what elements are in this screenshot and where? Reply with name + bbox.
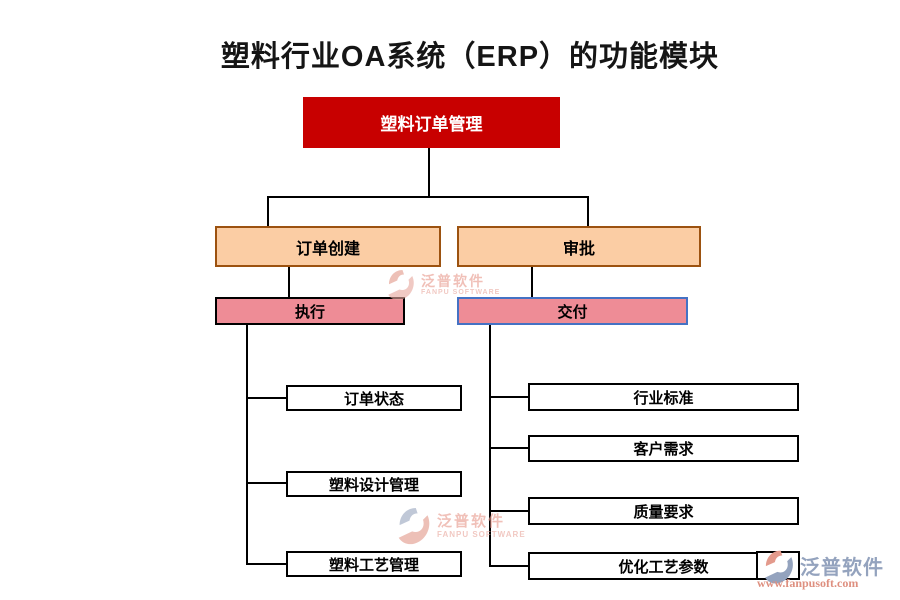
watermark-brand-en: FANPU SOFTWARE xyxy=(437,530,526,540)
fanpu-logo-brand: 泛普软件 xyxy=(800,557,884,579)
connector-right-branch-1 xyxy=(489,396,530,398)
connector-level2-horizontal xyxy=(267,196,589,198)
connector-create-to-execute xyxy=(288,265,290,298)
watermark-brand: 泛普软件 xyxy=(437,512,506,530)
node-execution: 执行 xyxy=(215,297,405,325)
connector-right-branch-3 xyxy=(489,510,530,512)
fanpu-swoosh-icon xyxy=(398,508,430,545)
connector-left-branch-3 xyxy=(246,563,288,565)
node-plastic-design-management: 塑料设计管理 xyxy=(286,471,462,497)
connector-to-approval xyxy=(587,196,589,228)
connector-right-trunk xyxy=(489,324,491,567)
node-delivery: 交付 xyxy=(457,297,688,325)
connector-right-branch-2 xyxy=(489,447,530,449)
node-plastic-process-management: 塑料工艺管理 xyxy=(286,551,462,577)
connector-left-branch-2 xyxy=(246,482,288,484)
connector-approval-to-delivery xyxy=(531,265,533,298)
watermark-brand-en: FANPU SOFTWARE xyxy=(421,289,501,297)
connector-root-down xyxy=(428,148,430,197)
connector-right-branch-4 xyxy=(489,565,530,567)
watermark-text: 泛普软件 FANPU SOFTWARE xyxy=(421,273,500,297)
watermark-fanpu-lower: 泛普软件 FANPU SOFTWARE xyxy=(396,506,526,546)
node-quality-requirement: 质量要求 xyxy=(528,497,799,525)
watermark-text: 泛普软件 FANPU SOFTWARE xyxy=(437,513,526,539)
node-plastic-order-management: 塑料订单管理 xyxy=(303,97,560,148)
fanpu-swoosh-icon xyxy=(765,550,793,584)
node-approval: 审批 xyxy=(457,226,701,267)
watermark-brand: 泛普软件 xyxy=(421,272,485,289)
node-order-status: 订单状态 xyxy=(286,385,462,411)
node-optimize-process-parameters: 优化工艺参数 xyxy=(528,552,799,580)
node-industry-standard: 行业标准 xyxy=(528,383,799,411)
connector-left-trunk xyxy=(246,324,248,565)
connector-left-branch-1 xyxy=(246,397,288,399)
fanpu-logo-url: www.fanpusoft.com xyxy=(757,576,859,590)
node-customer-demand: 客户需求 xyxy=(528,435,799,462)
connector-to-order-create xyxy=(267,196,269,228)
diagram-title: 塑料行业OA系统（ERP）的功能模块 xyxy=(220,41,720,73)
node-order-creation: 订单创建 xyxy=(215,226,441,267)
